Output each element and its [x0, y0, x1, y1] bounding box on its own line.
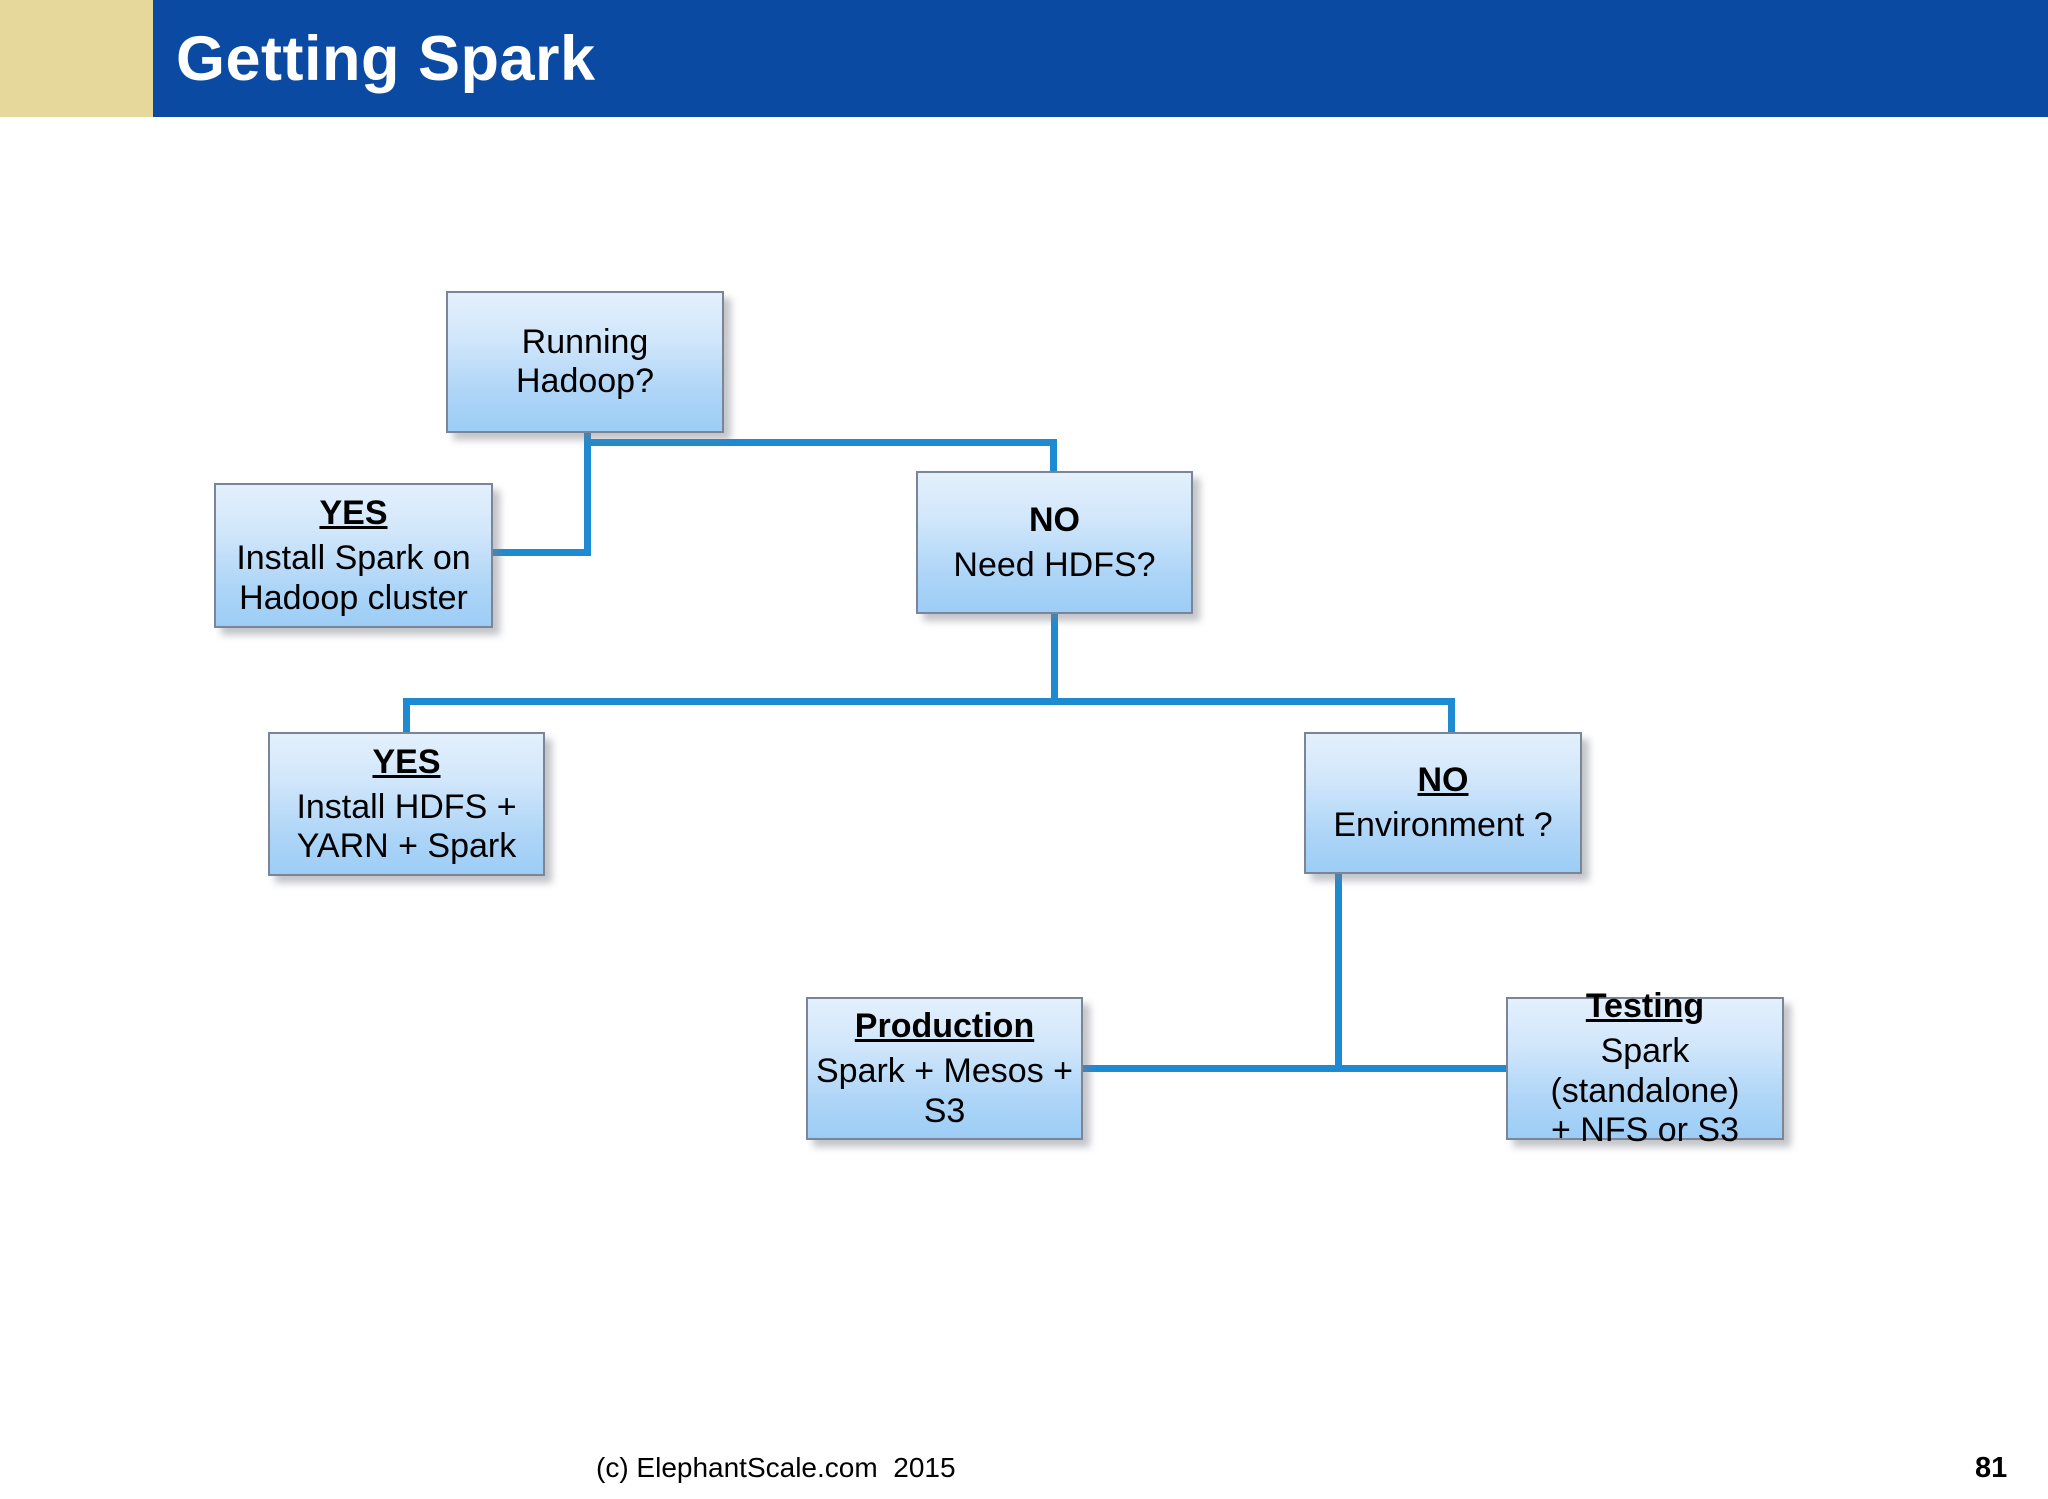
flow-node-no-environment-head: NO [1417, 761, 1469, 800]
flow-node-yes-install-hdfs-head: YES [372, 742, 441, 781]
flow-node-production-head: Production [854, 1007, 1035, 1045]
flow-node-yes-install-spark[interactable]: YES Install Spark on Hadoop cluster [214, 483, 493, 628]
flow-node-yes-install-hdfs-body: Install HDFS + YARN + Spark [296, 787, 517, 866]
flow-node-testing-head: Testing [1585, 987, 1705, 1026]
connector-running-hadoop-to-no-vertical [1050, 439, 1057, 478]
page-title: Getting Spark [176, 24, 596, 94]
flow-node-no-environment-body: Environment ? [1333, 806, 1553, 845]
flow-node-no-need-hdfs-body: Need HDFS? [953, 545, 1156, 584]
header-banner [153, 0, 2048, 117]
connector-need-hdfs-bus [403, 698, 1455, 705]
flow-node-no-environment[interactable]: NO Environment ? [1304, 732, 1582, 874]
flow-node-testing[interactable]: Testing Spark (standalone) + NFS or S3 [1506, 987, 1784, 1149]
connector-need-hdfs-to-no [1448, 698, 1455, 739]
connector-running-hadoop-to-yes-horizontal [487, 549, 591, 556]
flow-node-running-hadoop-label: Running Hadoop? [515, 322, 654, 400]
connector-running-hadoop-to-yes-vertical [584, 439, 591, 556]
flow-node-testing-body: Spark (standalone) + NFS or S3 [1550, 1032, 1740, 1150]
connector-environment-bus [1081, 1065, 1509, 1072]
flow-node-no-need-hdfs[interactable]: NO Need HDFS? [916, 471, 1193, 614]
flow-node-no-need-hdfs-head: NO [1029, 500, 1080, 539]
connector-need-hdfs-stem [1051, 612, 1058, 704]
flow-node-production-body: Spark + Mesos + S3 [815, 1052, 1073, 1130]
flow-node-yes-install-hdfs[interactable]: YES Install HDFS + YARN + Spark [268, 732, 545, 876]
connector-running-hadoop-to-no-horizontal [584, 439, 1057, 446]
flow-node-production[interactable]: Production Spark + Mesos + S3 [806, 997, 1083, 1140]
flow-node-yes-install-spark-body: Install Spark on Hadoop cluster [236, 539, 471, 617]
connector-environment-stem [1335, 872, 1342, 1072]
flow-node-yes-install-spark-head: YES [319, 494, 388, 532]
footer-page-number: 81 [1975, 1452, 2008, 1484]
flow-node-running-hadoop[interactable]: Running Hadoop? [446, 291, 724, 433]
footer-copyright: (c) ElephantScale.com 2015 [596, 1452, 956, 1483]
connector-need-hdfs-to-yes [403, 698, 410, 739]
header-accent-block [0, 0, 153, 117]
